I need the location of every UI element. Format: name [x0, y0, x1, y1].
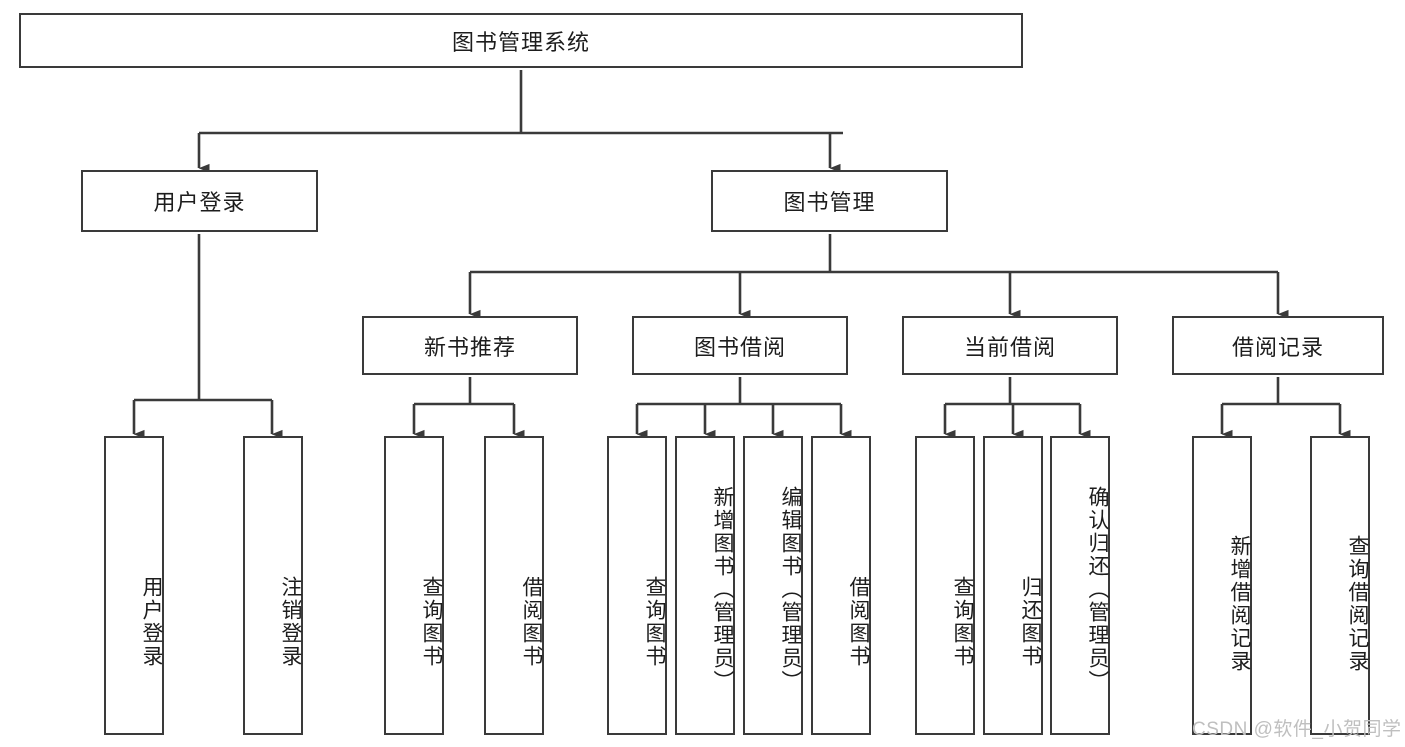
- leaf-borrow-edit-book-admin[interactable]: 编辑图书（管理员）: [743, 436, 803, 735]
- node-book-borrow[interactable]: 图书借阅: [632, 316, 848, 375]
- node-label: 查询图书: [951, 575, 974, 668]
- node-new-book-recommend[interactable]: 新书推荐: [362, 316, 578, 375]
- node-label: 图书管理系统: [451, 29, 590, 55]
- node-label: 用户登录: [140, 575, 163, 668]
- node-label: 新增图书（管理员）: [711, 486, 734, 693]
- node-borrow-record[interactable]: 借阅记录: [1172, 316, 1384, 375]
- node-root-system[interactable]: 图书管理系统: [19, 13, 1023, 68]
- node-label: 图书借阅: [693, 334, 786, 360]
- leaf-record-add-record[interactable]: 新增借阅记录: [1192, 436, 1252, 735]
- node-label: 查询图书: [420, 575, 443, 668]
- node-label: 编辑图书（管理员）: [779, 486, 802, 693]
- node-label: 图书管理: [783, 190, 876, 215]
- node-label: 查询图书: [643, 575, 666, 668]
- leaf-recommend-query-book[interactable]: 查询图书: [384, 436, 444, 735]
- node-label: 查询借阅记录: [1346, 534, 1369, 673]
- leaf-user-login-signin[interactable]: 用户登录: [104, 436, 164, 735]
- node-label: 当前借阅: [963, 334, 1056, 360]
- node-user-login[interactable]: 用户登录: [81, 170, 318, 232]
- node-label: 新书推荐: [423, 334, 516, 360]
- node-label: 借阅图书: [847, 575, 870, 668]
- node-current-borrow[interactable]: 当前借阅: [902, 316, 1118, 375]
- node-label: 归还图书: [1019, 575, 1042, 668]
- leaf-recommend-borrow-book[interactable]: 借阅图书: [484, 436, 544, 735]
- node-label: 用户登录: [153, 190, 246, 215]
- node-book-management[interactable]: 图书管理: [711, 170, 948, 232]
- node-label: 借阅记录: [1231, 334, 1324, 360]
- leaf-borrow-borrow-book[interactable]: 借阅图书: [811, 436, 871, 735]
- leaf-record-query-record[interactable]: 查询借阅记录: [1310, 436, 1370, 735]
- leaf-borrow-query-book[interactable]: 查询图书: [607, 436, 667, 735]
- leaf-current-confirm-return-admin[interactable]: 确认归还（管理员）: [1050, 436, 1110, 735]
- node-label: 确认归还（管理员）: [1086, 486, 1109, 693]
- node-label: 注销登录: [279, 575, 302, 668]
- leaf-current-query-book[interactable]: 查询图书: [915, 436, 975, 735]
- node-label: 借阅图书: [520, 575, 543, 668]
- leaf-borrow-add-book-admin[interactable]: 新增图书（管理员）: [675, 436, 735, 735]
- leaf-user-login-signout[interactable]: 注销登录: [243, 436, 303, 735]
- leaf-current-return-book[interactable]: 归还图书: [983, 436, 1043, 735]
- node-label: 新增借阅记录: [1228, 534, 1251, 673]
